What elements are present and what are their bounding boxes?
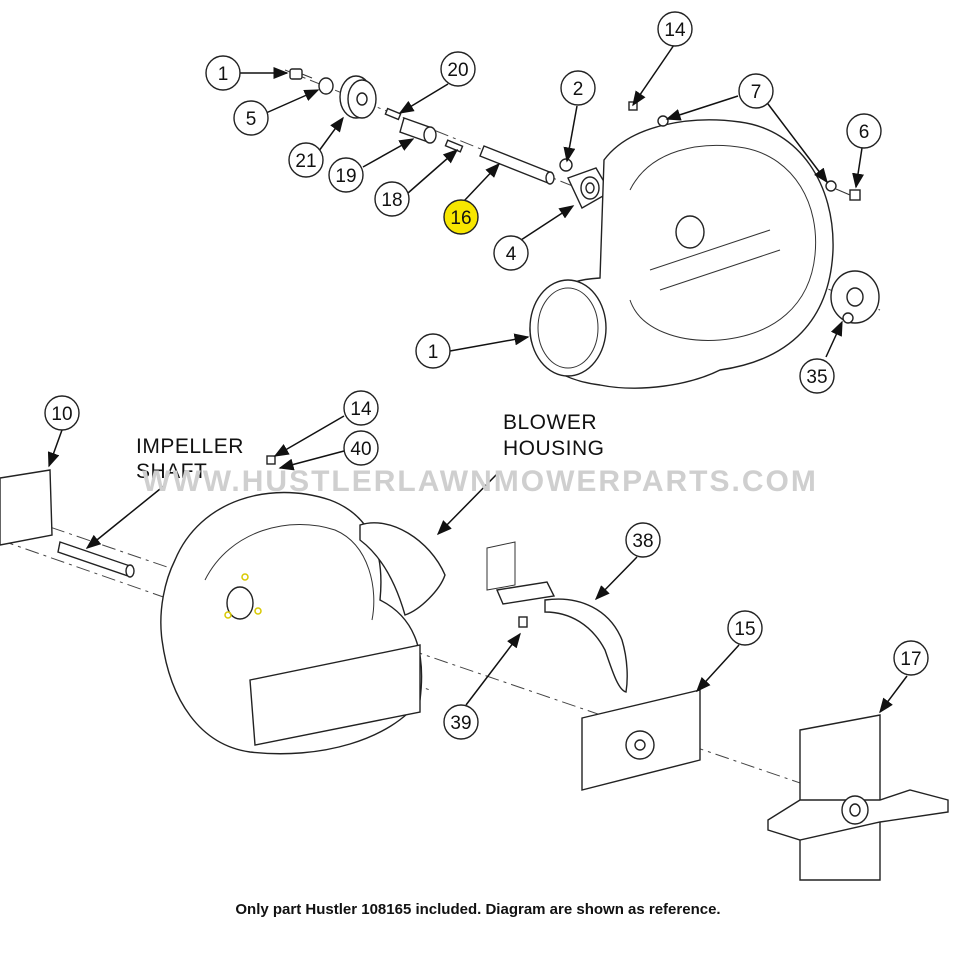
pulley-21: [339, 75, 377, 119]
flap-39: [486, 541, 556, 628]
callout-40: 40: [343, 430, 379, 466]
nut-14-top: [628, 101, 638, 111]
svg-text:20: 20: [447, 60, 468, 81]
washer-5: [318, 77, 334, 95]
svg-text:2: 2: [573, 79, 584, 100]
shield-38: [544, 598, 628, 693]
callout-6: 6: [846, 113, 882, 149]
callout-39: 39: [443, 704, 479, 740]
caption: Only part Hustler 108165 included. Diagr…: [235, 901, 720, 918]
svg-text:1: 1: [428, 342, 439, 363]
bearing-flange-4: [567, 167, 611, 209]
top-assembly: [284, 68, 881, 389]
svg-text:4: 4: [506, 244, 517, 265]
svg-text:21: 21: [295, 151, 316, 172]
key-20: [384, 107, 402, 121]
nut-14-bottom: [266, 455, 276, 465]
bolt-2: [289, 68, 313, 80]
callout-14-top: 14: [657, 11, 693, 47]
callout-4: 4: [493, 235, 529, 271]
svg-text:14: 14: [350, 399, 372, 420]
callout-1: 1: [415, 333, 451, 369]
svg-text:7: 7: [751, 82, 762, 103]
bearing-35: [830, 270, 880, 324]
svg-text:10: 10: [51, 404, 72, 425]
blower-housing-label-line2: HOUSING: [503, 437, 605, 460]
svg-text:19: 19: [335, 166, 356, 187]
callout-3: 2: [560, 70, 596, 106]
blower-housing-bottom: [160, 491, 446, 755]
svg-text:38: 38: [632, 531, 653, 552]
svg-text:14: 14: [664, 20, 686, 41]
callout-7: 7: [738, 73, 774, 109]
impeller-shaft-16: [479, 145, 555, 185]
plate-15: [581, 689, 701, 791]
svg-text:18: 18: [381, 190, 402, 211]
callout-38: 38: [625, 522, 661, 558]
callout-35: 35: [799, 358, 835, 394]
spacer-19: [399, 117, 437, 144]
svg-text:16: 16: [450, 208, 471, 229]
washer-7a: [657, 115, 669, 127]
key-18: [444, 139, 464, 153]
leader-arrows: [47, 44, 908, 714]
svg-text:40: 40: [350, 439, 371, 460]
svg-text:35: 35: [806, 367, 827, 388]
callout-21: 21: [288, 142, 324, 178]
callout-5: 5: [233, 100, 269, 136]
callout-16: 16: [443, 199, 479, 235]
bolt-6: [835, 188, 861, 201]
svg-text:15: 15: [734, 619, 755, 640]
callout-2: 1: [205, 55, 241, 91]
blower-housing-1: [529, 119, 834, 389]
callout-14-bottom: 14: [343, 390, 379, 426]
svg-text:17: 17: [900, 649, 921, 670]
plate-10: [0, 469, 53, 546]
callout-19: 19: [328, 157, 364, 193]
impeller-shaft-label-line1: IMPELLER: [136, 435, 244, 458]
callout-18: 18: [374, 181, 410, 217]
callout-20: 20: [440, 51, 476, 87]
svg-text:1: 1: [218, 64, 229, 85]
svg-text:6: 6: [859, 122, 870, 143]
impeller-shaft-label-line2: SHAFT: [136, 460, 207, 483]
svg-text:5: 5: [246, 109, 257, 130]
callout-10: 10: [44, 395, 80, 431]
nut-3: [559, 158, 573, 172]
watermark: WWW.HUSTLERLAWNMOWERPARTS.COM: [142, 465, 818, 498]
callout-15: 15: [727, 610, 763, 646]
impeller-shaft-bottom: [57, 541, 135, 578]
blower-housing-label-line1: BLOWER: [503, 411, 597, 434]
callout-17: 17: [893, 640, 929, 676]
bottom-assembly: [0, 455, 949, 881]
impeller-17: [767, 714, 949, 881]
washer-7b: [825, 180, 837, 192]
svg-text:39: 39: [450, 713, 471, 734]
